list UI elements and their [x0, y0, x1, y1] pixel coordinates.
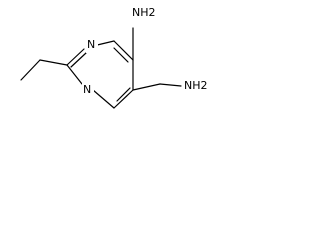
- aminomethyl-label: NH2: [184, 79, 208, 92]
- bond-ch2-nh2: [159, 83, 182, 87]
- substituent-bonds: [20, 27, 182, 91]
- ring-bonds: [66, 40, 134, 109]
- structure-diagram: NH2 N N NH2: [20, 3, 210, 109]
- bond-n3-c2: [66, 48, 85, 66]
- bond-c2-n1: [66, 64, 83, 85]
- ring-n-lower-label: N: [83, 83, 91, 96]
- bond-c4-c4ring: [113, 40, 134, 61]
- bond-n3-c2-inner: [70, 52, 87, 68]
- bond-ch2-ch3: [20, 59, 41, 81]
- bond-c2-ch2: [39, 59, 68, 66]
- ring-n-upper-label: N: [87, 38, 95, 51]
- bond-n1-c6: [92, 89, 115, 109]
- amino-top-label: NH2: [132, 6, 156, 19]
- bond-c5-ch2: [132, 83, 161, 91]
- bond-c4-c4ring-inner: [113, 47, 129, 63]
- bond-c6-c5-inner: [116, 87, 131, 102]
- atom-labels: NH2 N N NH2: [82, 3, 210, 98]
- bond-c6-c5: [113, 89, 134, 109]
